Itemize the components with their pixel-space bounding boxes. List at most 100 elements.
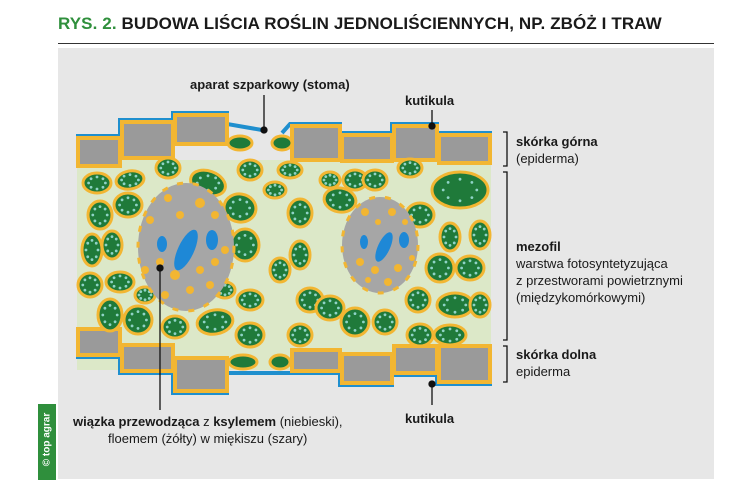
chloroplast — [221, 315, 225, 319]
chloroplast — [83, 278, 87, 282]
chloroplast — [136, 327, 140, 330]
chloroplast — [161, 170, 165, 174]
chloroplast — [332, 181, 336, 185]
chloroplast — [410, 333, 414, 337]
phloem-cell — [388, 208, 396, 216]
phloem-cell — [164, 194, 172, 202]
chloroplast — [474, 271, 478, 275]
chloroplast — [249, 236, 253, 240]
chloroplast — [229, 288, 233, 292]
chloroplast — [423, 298, 427, 302]
chloroplast — [472, 303, 476, 307]
chloroplast — [104, 243, 108, 247]
chloroplast — [202, 320, 206, 324]
chloroplast — [302, 247, 306, 251]
chloroplast — [128, 173, 132, 177]
chloroplast — [334, 311, 338, 315]
chloroplast — [268, 191, 272, 195]
chloroplast — [278, 185, 282, 189]
chloroplast — [240, 298, 244, 302]
chloroplast — [103, 320, 107, 324]
chloroplast — [83, 288, 87, 292]
chloroplast — [322, 311, 326, 315]
chloroplast — [347, 314, 351, 318]
chloroplast — [110, 280, 113, 284]
chloroplast — [139, 296, 143, 300]
chloroplast — [324, 181, 328, 185]
chloroplast — [305, 333, 309, 337]
chloroplast — [378, 174, 382, 178]
chloroplast — [461, 308, 465, 312]
chloroplast — [101, 177, 105, 181]
chloroplast — [132, 208, 136, 212]
lower-epidermis-cells — [76, 327, 492, 393]
chloroplast — [273, 193, 277, 197]
chloroplast — [314, 293, 317, 297]
chloroplast — [227, 285, 231, 289]
vascular-bundle-label: wiązka przewodząca z ksylemem (niebieski… — [73, 414, 343, 446]
phloem-cell — [195, 198, 205, 208]
chloroplast — [179, 330, 182, 334]
chloroplast — [272, 268, 276, 272]
chloroplast — [298, 327, 302, 330]
chloroplast — [452, 229, 456, 233]
chloroplast — [442, 235, 446, 239]
chloroplast — [145, 318, 148, 322]
chloroplast — [358, 174, 362, 178]
chloroplast — [88, 290, 92, 294]
chloroplast — [116, 243, 120, 247]
chloroplast — [468, 259, 472, 263]
chloroplast — [171, 162, 175, 166]
chloroplast — [283, 165, 287, 169]
chloroplast — [442, 303, 446, 307]
chloroplast — [474, 261, 478, 265]
phloem-cell — [371, 266, 379, 274]
mesophyll-cell — [339, 306, 371, 338]
chloroplast — [143, 298, 147, 302]
chloroplast — [254, 328, 258, 332]
chloroplast — [224, 320, 228, 324]
chloroplast — [198, 176, 202, 180]
chloroplast — [291, 333, 295, 337]
chloroplast — [168, 330, 171, 334]
chloroplast — [112, 284, 116, 288]
chloroplast — [122, 182, 126, 186]
chloroplast — [130, 312, 134, 316]
chloroplast — [94, 255, 98, 259]
chloroplast — [136, 310, 140, 313]
chloroplast — [113, 306, 117, 310]
chloroplast — [441, 337, 445, 341]
chloroplast — [368, 174, 372, 178]
chloroplast — [248, 292, 252, 296]
mesophyll-cell — [432, 323, 468, 347]
chloroplast — [482, 239, 486, 243]
chloroplast — [86, 255, 90, 259]
chloroplast — [353, 329, 357, 332]
chloroplast — [338, 205, 342, 209]
chloroplast — [445, 308, 449, 312]
chloroplast — [161, 162, 165, 166]
chloroplast — [438, 258, 442, 261]
chloroplast — [331, 193, 335, 197]
chloroplast — [328, 183, 332, 187]
chloroplast — [128, 318, 132, 322]
chloroplast — [308, 305, 312, 309]
chloroplast — [416, 291, 420, 295]
chloroplast — [427, 213, 430, 217]
chloroplast — [444, 260, 448, 264]
chloroplast — [171, 170, 175, 174]
chloroplast — [445, 298, 449, 302]
chloroplast — [110, 235, 114, 239]
mesophyll-cell — [195, 308, 235, 336]
chloroplast — [120, 208, 124, 212]
chloroplast — [254, 294, 257, 298]
chloroplast — [439, 333, 442, 337]
phloem-cell — [211, 211, 219, 219]
chloroplast — [147, 296, 151, 300]
figure-title: RYS. 2. BUDOWA LIŚCIA ROŚLIN JEDNOLIŚCIE… — [58, 14, 662, 34]
chloroplast — [383, 327, 387, 331]
chloroplast — [243, 172, 247, 176]
phloem-cell — [146, 216, 154, 224]
vascular-bundle-right — [340, 195, 420, 295]
phloem-cell — [394, 264, 402, 272]
